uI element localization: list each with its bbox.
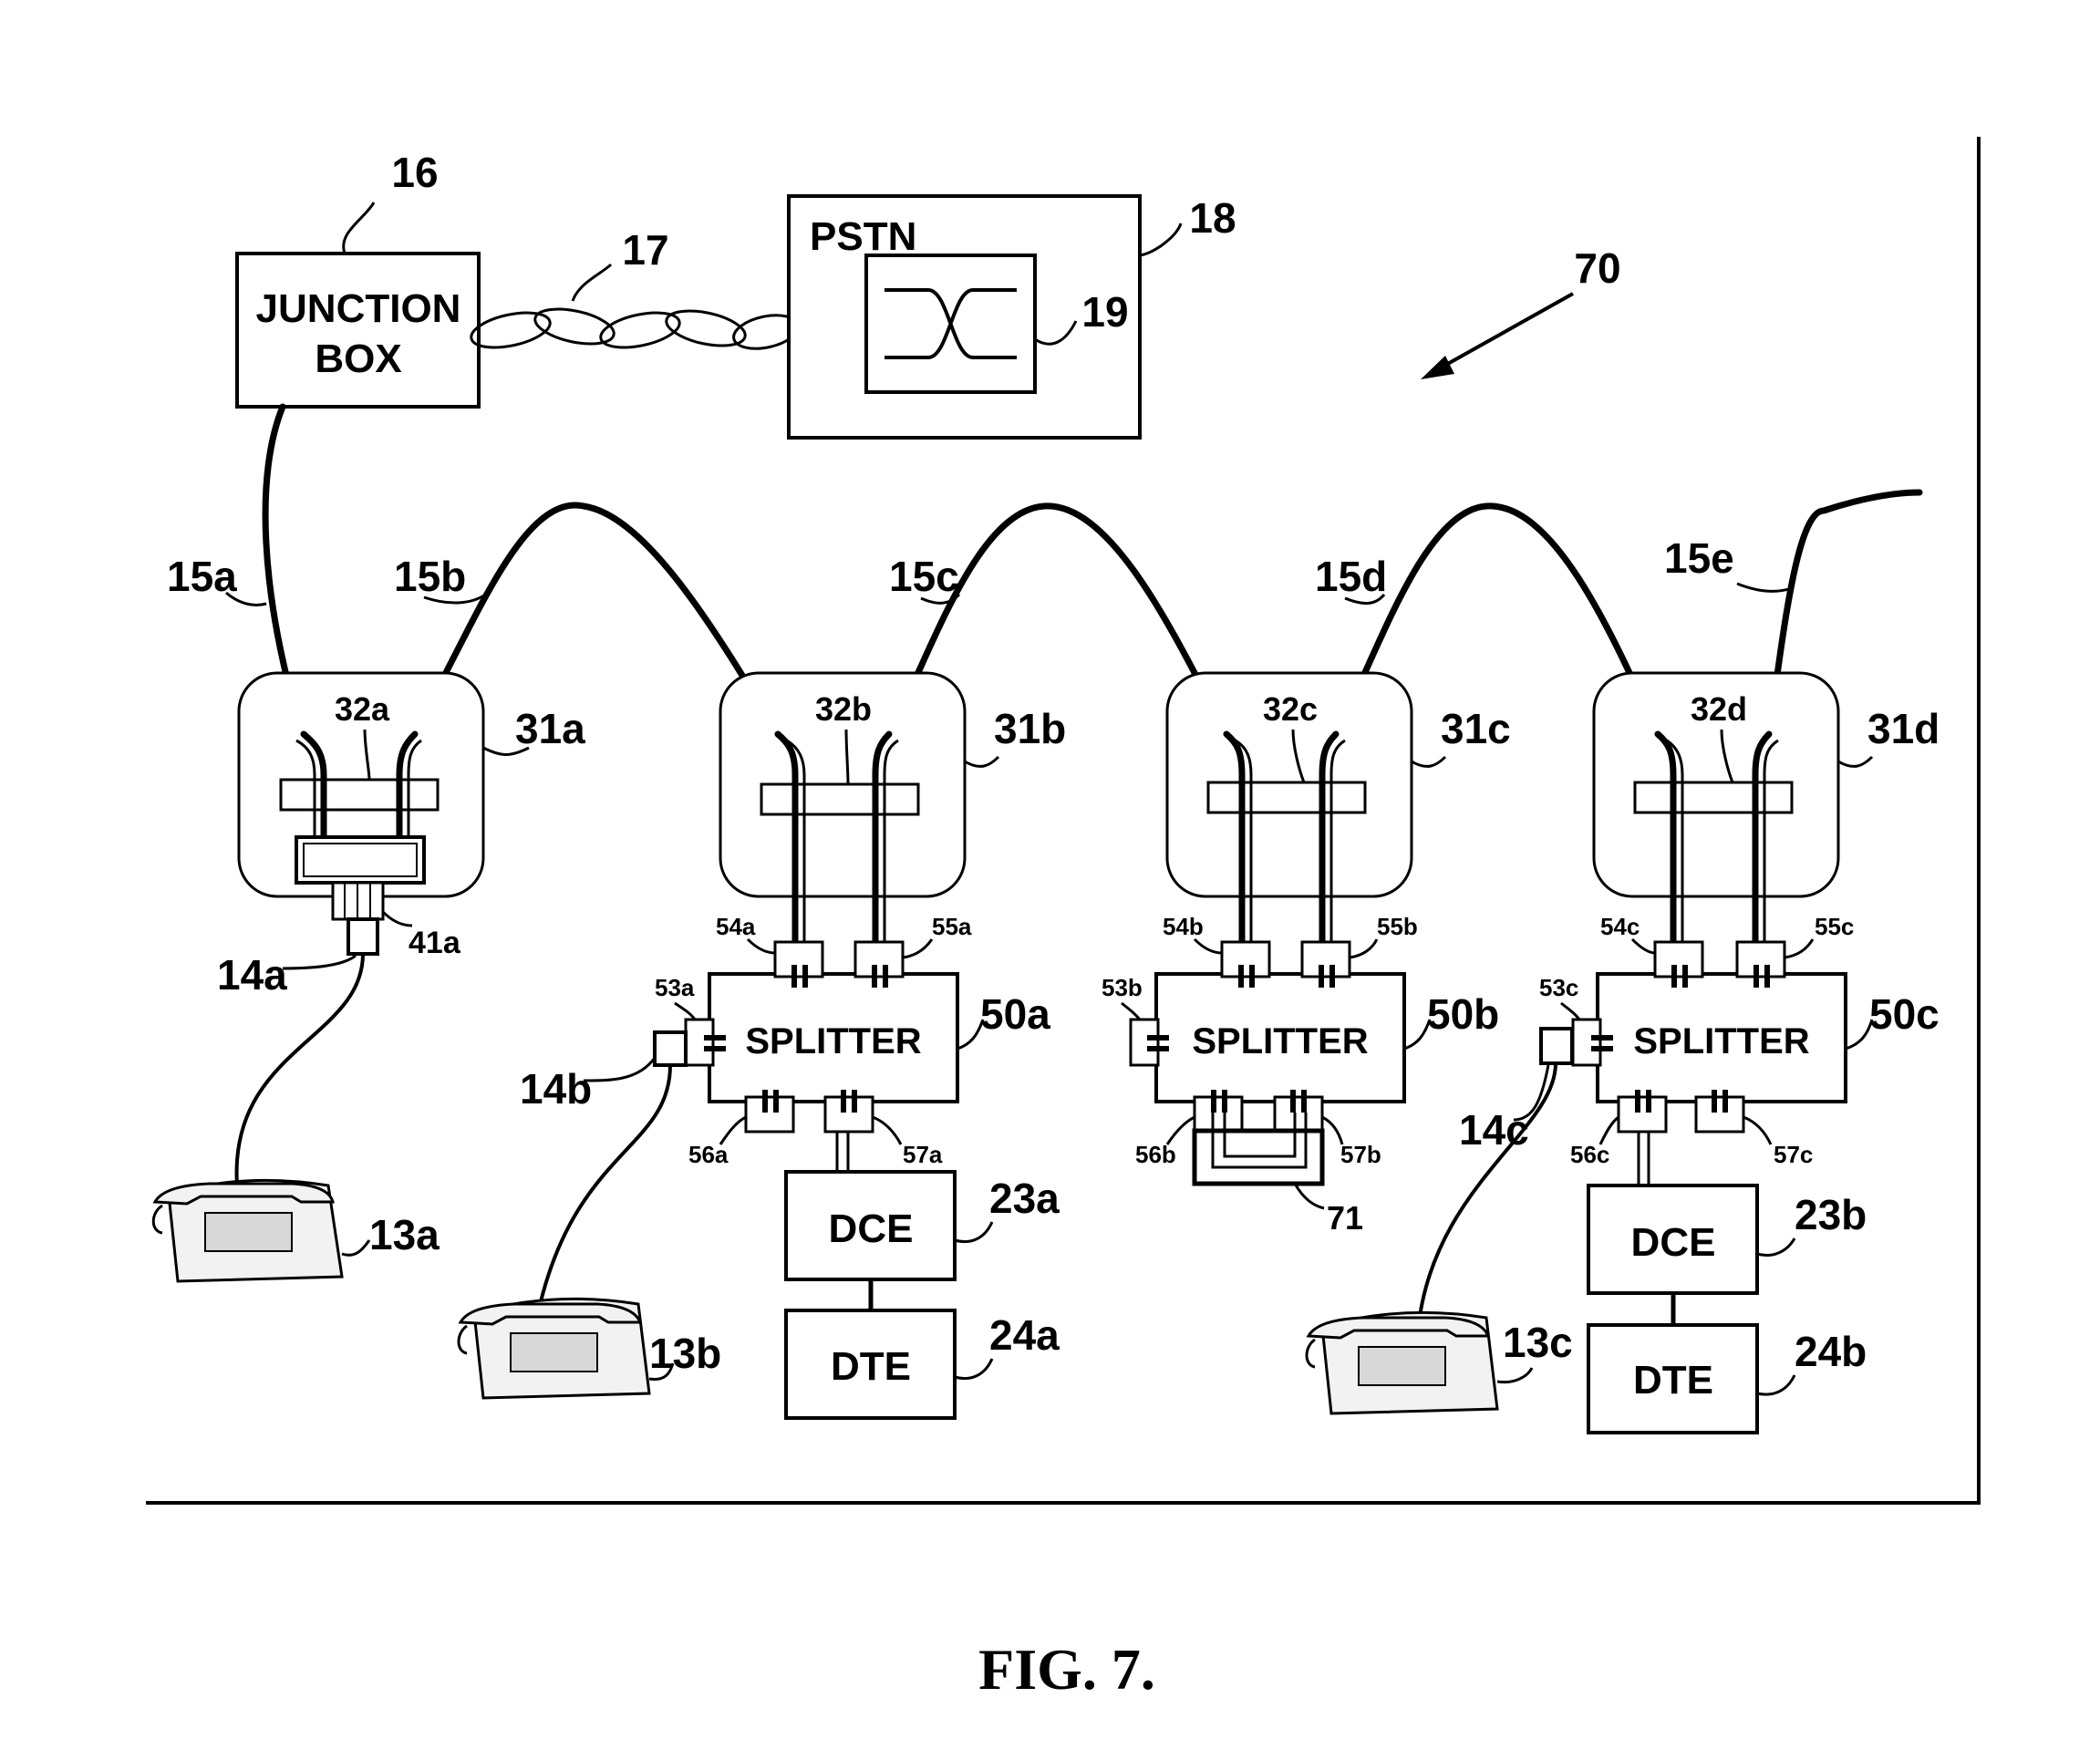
- outlet-31b: 32b 31b: [719, 671, 1066, 984]
- port-57a: 57a: [903, 1141, 943, 1168]
- dce-23a-label: DCE: [829, 1206, 914, 1251]
- phone-13b: 13b: [457, 1297, 721, 1400]
- port-54b: 54b: [1163, 913, 1204, 940]
- port-55c: 55c: [1815, 913, 1854, 940]
- splitter-50b: SPLITTER 54b 55b 53b 56b 57b 71 50b: [1102, 913, 1499, 1237]
- junction-box-ref: 16: [391, 149, 438, 196]
- splitter-ref-50c: 50c: [1869, 990, 1940, 1038]
- wire-label-15e: 15e: [1664, 534, 1734, 582]
- splitter-50c-label: SPLITTER: [1633, 1021, 1809, 1061]
- pstn-network: PSTN 18 19: [787, 194, 1236, 440]
- port-56a: 56a: [688, 1141, 729, 1168]
- phone-13a: 13a: [151, 1178, 440, 1283]
- port-56c: 56c: [1570, 1141, 1609, 1168]
- outlet-ref-31b: 31b: [994, 705, 1066, 752]
- outlet-31a: 32a 31a 41a 14a: [217, 671, 585, 999]
- phone-cords: [234, 953, 1557, 1332]
- phone-13c: 13c: [1305, 1310, 1573, 1415]
- phone-ref-13c: 13c: [1503, 1319, 1573, 1366]
- dte-24a-label: DTE: [831, 1344, 911, 1389]
- port-55b: 55b: [1377, 913, 1418, 940]
- junction-box-label-line2: BOX: [315, 336, 401, 381]
- splitter-50a-label: SPLITTER: [745, 1021, 921, 1061]
- dce-ref-23a: 23a: [989, 1175, 1060, 1222]
- port-53a: 53a: [655, 974, 695, 1001]
- port-53b: 53b: [1102, 974, 1143, 1001]
- dte-24b: DTE 24b: [1587, 1323, 1867, 1434]
- junction-box-label-line1: JUNCTION: [256, 286, 461, 331]
- jack-ref-14c: 14c: [1459, 1106, 1529, 1154]
- dce-23b: DCE 23b: [1587, 1131, 1867, 1325]
- bridge-ref-71: 71: [1327, 1199, 1363, 1237]
- pstn-ref: 18: [1189, 194, 1236, 242]
- jack-14b: [653, 1030, 688, 1067]
- dte-ref-24b: 24b: [1795, 1328, 1867, 1375]
- splitter-50c: SPLITTER 54c 55c 53c 56c 57c 50c 14c: [1459, 913, 1940, 1168]
- dce-23a: DCE 23a: [784, 1131, 1060, 1310]
- dce-ref-23b: 23b: [1795, 1191, 1867, 1238]
- junction-box: JUNCTION BOX 16: [235, 149, 481, 409]
- splitter-50a: SPLITTER 54a 55a 53a 56a 57a 50a 14b: [520, 913, 1050, 1168]
- port-57b: 57b: [1340, 1141, 1381, 1168]
- port-54c: 54c: [1600, 913, 1640, 940]
- plate-ref-32a: 32a: [335, 690, 390, 728]
- dte-ref-24a: 24a: [989, 1311, 1060, 1359]
- outlet-31d: 32d 31d: [1592, 671, 1940, 984]
- plate-ref-32c: 32c: [1263, 690, 1318, 728]
- outlet-ref-31c: 31c: [1441, 705, 1511, 752]
- plate-ref-32d: 32d: [1691, 690, 1747, 728]
- dte-24a: DTE 24a: [784, 1309, 1060, 1420]
- jack-ref-14a: 14a: [217, 951, 287, 999]
- twisted-pair-ref: 17: [622, 226, 668, 274]
- outlet-ref-31d: 31d: [1867, 705, 1940, 752]
- wire-label-15b: 15b: [394, 553, 466, 600]
- system-70-arrow: 70: [1421, 244, 1621, 379]
- port-56b: 56b: [1135, 1141, 1176, 1168]
- wire-label-15a: 15a: [167, 553, 237, 600]
- port-54a: 54a: [716, 913, 756, 940]
- splitter-ref-50a: 50a: [980, 990, 1050, 1038]
- wire-label-15d: 15d: [1315, 553, 1387, 600]
- jack-14a: [347, 917, 379, 956]
- dte-24b-label: DTE: [1633, 1358, 1713, 1403]
- jack-ref-14b: 14b: [520, 1065, 592, 1113]
- plate-ref-32b: 32b: [815, 690, 872, 728]
- system-ref: 70: [1574, 244, 1620, 292]
- splitter-ref-50b: 50b: [1427, 990, 1499, 1038]
- wire-labels: 15a 15b 15c 15d 15e: [167, 534, 1793, 606]
- switch-ref: 19: [1081, 288, 1128, 336]
- splitter-50b-label: SPLITTER: [1192, 1021, 1368, 1061]
- pstn-label: PSTN: [810, 214, 916, 259]
- connector-ref-41a: 41a: [409, 926, 461, 960]
- outlet-ref-31a: 31a: [515, 705, 585, 752]
- figure-caption: FIG. 7.: [978, 1637, 1155, 1702]
- port-53c: 53c: [1539, 974, 1578, 1001]
- outlet-31c: 32c 31c: [1165, 671, 1511, 984]
- jack-14c: [1539, 1027, 1574, 1065]
- port-57c: 57c: [1774, 1141, 1813, 1168]
- port-55a: 55a: [932, 913, 972, 940]
- phone-ref-13b: 13b: [649, 1330, 721, 1377]
- wire-label-15c: 15c: [889, 553, 959, 600]
- phone-ref-13a: 13a: [369, 1211, 440, 1258]
- dce-23b-label: DCE: [1631, 1220, 1716, 1265]
